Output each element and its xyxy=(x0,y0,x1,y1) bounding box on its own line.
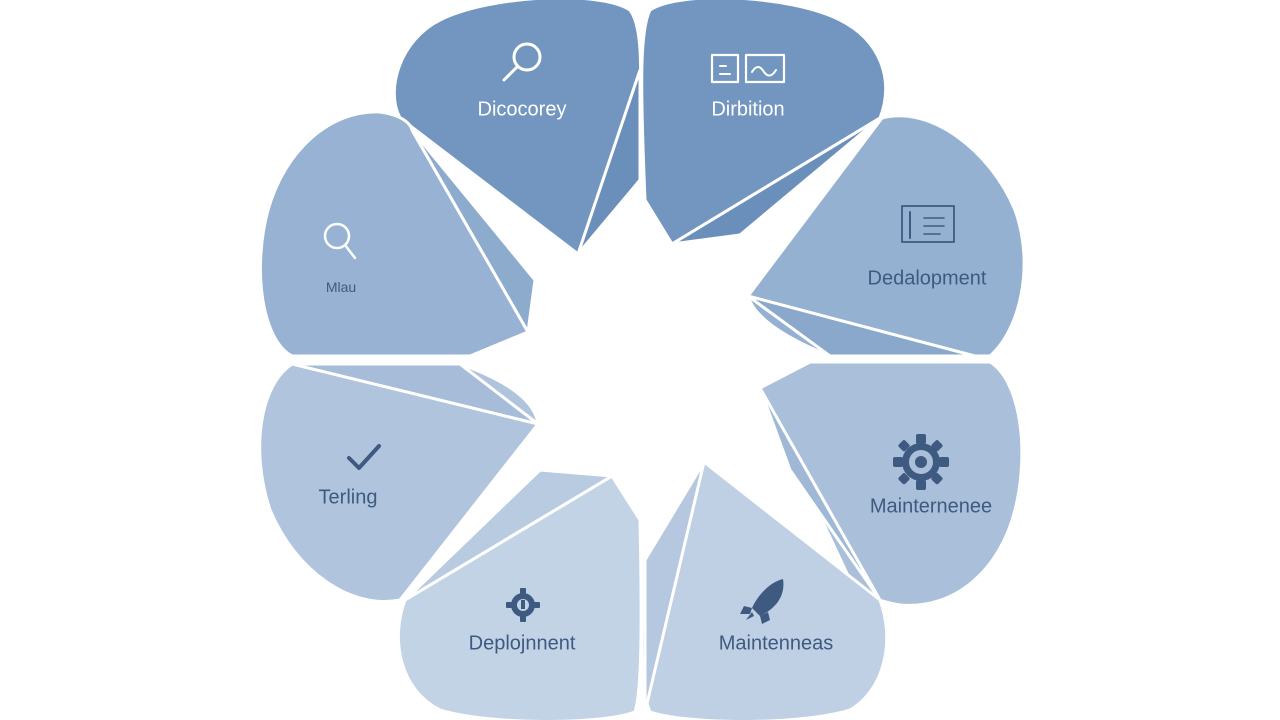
document-icon xyxy=(901,205,955,243)
label-discovery: Dicocorey xyxy=(477,98,567,121)
petal-main xyxy=(258,110,531,358)
petal-testing xyxy=(258,362,540,603)
petal-definition xyxy=(640,0,888,247)
rocket-icon xyxy=(740,579,784,624)
label-maintenance: Mainternenee xyxy=(869,495,993,518)
label-definition: Dirbition xyxy=(711,98,785,121)
petal-discovery-facet xyxy=(576,69,642,255)
petal-definition-facet xyxy=(671,116,881,246)
magnifier-small-icon xyxy=(323,222,357,260)
process-board-icon xyxy=(710,53,786,84)
segment-development xyxy=(746,114,1026,358)
segment-maintenance xyxy=(758,360,1024,607)
petal-development xyxy=(746,114,1026,358)
segment-main xyxy=(258,110,537,358)
petal-maintenneas-facet xyxy=(643,461,706,713)
petal-development-facet xyxy=(747,294,976,358)
label-main: Mlau xyxy=(325,279,357,295)
petal-deployment-facet xyxy=(403,468,617,602)
petal-main-facet xyxy=(410,129,537,337)
label-testing: Terling xyxy=(318,486,378,509)
label-deployment: Deplojnnent xyxy=(468,632,576,655)
magnifier-icon xyxy=(502,42,542,82)
label-maintenneas: Maintenneas xyxy=(718,632,834,655)
label-development: Dedalopment xyxy=(867,267,987,290)
checkmark-icon xyxy=(347,444,381,470)
segment-definition xyxy=(640,0,888,247)
gear-small-icon xyxy=(506,588,540,622)
segment-testing xyxy=(258,362,540,603)
petal-testing-facet xyxy=(291,362,539,426)
gear-icon xyxy=(893,434,949,490)
petal-maintenance-facet xyxy=(758,387,882,601)
